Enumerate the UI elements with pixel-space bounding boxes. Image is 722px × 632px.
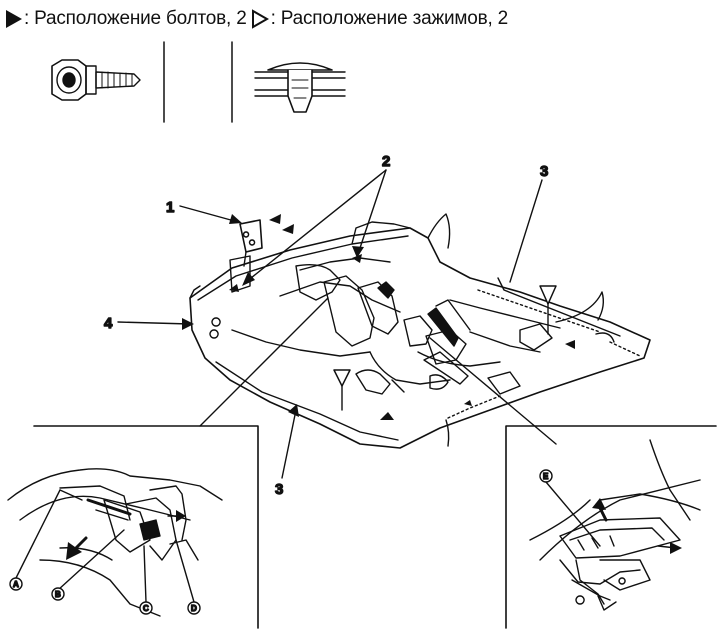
part-1-bracket (239, 219, 263, 267)
detail-box-left (7, 425, 259, 629)
detail-box-right (505, 425, 717, 629)
bolt-marker-icon (6, 10, 22, 28)
detail-label-c: C (143, 604, 149, 613)
legend-clips-text: : Расположение зажимов, 2 (270, 8, 509, 29)
callout-3-top: 3 (540, 163, 548, 180)
detail-label-b: B (55, 590, 61, 599)
legend: : Расположение болтов, 2 : Расположение … (6, 4, 508, 34)
detail-label-a: A (13, 580, 19, 589)
carpet-clip-markers (333, 285, 557, 411)
carpet-bolt-markers (229, 214, 575, 420)
detail-leaders (199, 297, 557, 445)
callout-3-bottom: 3 (275, 481, 283, 498)
bolt-illustration (51, 41, 165, 123)
callout-4: 4 (104, 315, 113, 332)
callout-2: 2 (382, 153, 390, 170)
carpet-body (189, 213, 651, 449)
detail-label-e: E (543, 472, 549, 481)
callout-1: 1 (166, 199, 174, 216)
detail-label-d: D (191, 604, 197, 613)
callout-leaders (117, 169, 543, 479)
clip-marker-icon (251, 9, 269, 29)
clip-illustration (231, 41, 346, 123)
legend-bolts-text: : Расположение болтов, 2 (24, 8, 247, 29)
